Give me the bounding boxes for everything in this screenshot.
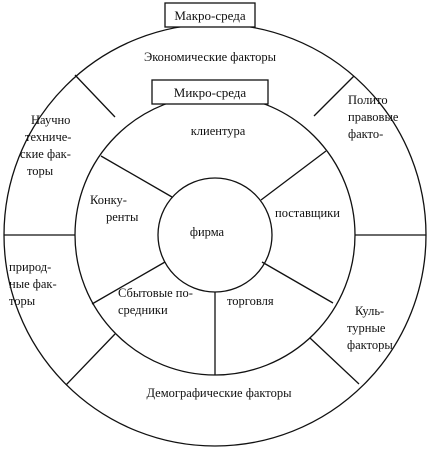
clients-label: клиентура: [191, 124, 246, 138]
svg-text:техниче-: техниче-: [25, 130, 71, 144]
svg-text:ские фак-: ские фак-: [20, 147, 71, 161]
svg-text:факторы: факторы: [347, 338, 393, 352]
trade-label: торговля: [227, 294, 274, 308]
svg-text:торы: торы: [9, 294, 36, 308]
competitors-label: Конку- ренты: [90, 193, 139, 224]
middle-divider-upper-right: [260, 150, 327, 201]
svg-text:Куль-: Куль-: [355, 304, 384, 318]
scientific-factors-label: Научно техниче- ские фак- торы: [20, 113, 71, 178]
macro-environment-label: Макро-среда: [174, 8, 245, 23]
svg-text:факто-: факто-: [348, 127, 383, 141]
svg-text:торы: торы: [27, 164, 54, 178]
svg-text:ные фак-: ные фак-: [9, 277, 57, 291]
outer-divider-upper-left: [74, 74, 116, 118]
firm-label: фирма: [190, 225, 225, 239]
middle-divider-lower-left: [91, 261, 166, 305]
suppliers-label: поставщики: [275, 206, 340, 220]
svg-text:Конку-: Конку-: [90, 193, 127, 207]
outer-divider-lower-right: [309, 337, 360, 385]
svg-text:турные: турные: [347, 321, 386, 335]
micro-environment-label: Микро-среда: [174, 85, 247, 100]
intermediaries-label: Сбытовые по- средники: [118, 286, 193, 317]
outer-divider-upper-right: [313, 75, 355, 117]
micro-environment-box: [151, 79, 269, 105]
svg-text:ренты: ренты: [106, 210, 139, 224]
svg-text:природ-: природ-: [9, 260, 51, 274]
natural-factors-label: природ- ные фак- торы: [9, 260, 57, 308]
political-factors-label: Полито правовые факто-: [348, 93, 399, 141]
svg-text:правовые: правовые: [348, 110, 399, 124]
middle-divider-lower-right: [261, 261, 334, 304]
svg-text:Сбытовые по-: Сбытовые по-: [118, 286, 193, 300]
cultural-factors-label: Куль- турные факторы: [347, 304, 393, 352]
economic-factors-label: Экономические факторы: [144, 50, 277, 64]
demographic-factors-label: Демографические факторы: [147, 386, 293, 400]
macro-environment-box: [164, 2, 256, 28]
svg-text:средники: средники: [118, 303, 168, 317]
middle-divider-upper-left: [100, 155, 173, 198]
outer-divider-lower-left: [65, 333, 116, 386]
svg-text:Научно: Научно: [31, 113, 70, 127]
svg-text:Полито: Полито: [348, 93, 388, 107]
